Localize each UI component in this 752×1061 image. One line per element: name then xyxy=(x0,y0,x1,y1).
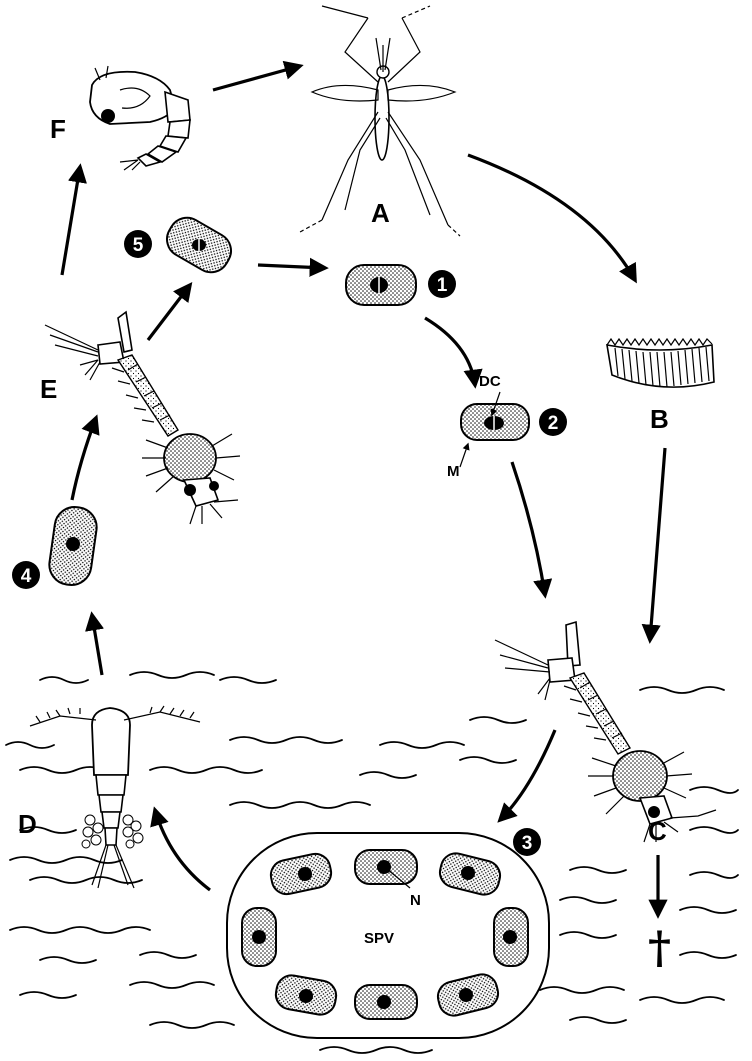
label-dc: DC xyxy=(479,373,501,390)
egg-raft-drawing xyxy=(607,339,714,387)
stage-label-e: E xyxy=(40,374,57,404)
stage-label-c: C xyxy=(648,816,667,846)
spore-number-1: 1 xyxy=(437,275,448,296)
arrow-d-to-4 xyxy=(92,615,102,675)
spore-number-3: 3 xyxy=(522,833,533,854)
arrow-3-to-d xyxy=(155,810,210,890)
arrow-e-to-f xyxy=(62,167,80,275)
spore-number-5: 5 xyxy=(133,235,144,256)
stage-label-b: B xyxy=(650,404,669,434)
vesicle-spore-bottom-center xyxy=(355,985,417,1019)
spore-4 xyxy=(47,504,99,587)
vesicle-spore-top-center xyxy=(355,850,417,884)
stage-label-a: A xyxy=(371,198,390,228)
label-n: N xyxy=(410,892,421,909)
arrow-5-to-1 xyxy=(258,265,325,268)
arrow-1-to-2 xyxy=(425,318,475,385)
label-m: M xyxy=(447,463,460,480)
label-spv: SPV xyxy=(364,930,394,947)
cycle-arrows xyxy=(62,66,665,915)
pupa-drawing xyxy=(90,66,190,170)
arrow-2-to-c xyxy=(512,462,545,595)
arrow-a-to-b xyxy=(468,155,635,280)
copepod-drawing xyxy=(30,706,200,888)
stage-label-f: F xyxy=(50,114,66,144)
arrow-b-to-c xyxy=(650,448,665,640)
sporophorous-vesicle: N SPV xyxy=(227,833,549,1038)
arrow-f-to-a xyxy=(213,66,300,90)
vesicle-spore-right xyxy=(494,908,528,966)
spore-number-2: 2 xyxy=(548,413,559,434)
arrow-4-to-e xyxy=(72,418,96,500)
vesicle-spore-left xyxy=(242,908,276,966)
spore-5 xyxy=(160,211,237,279)
arrow-e-to-5 xyxy=(148,285,190,340)
larva-c-drawing xyxy=(495,622,716,842)
arrow-c-to-3 xyxy=(500,730,555,820)
death-dagger-icon: † xyxy=(648,923,671,974)
spore-number-4: 4 xyxy=(21,566,32,587)
spore-1 xyxy=(346,265,416,305)
stage-label-d: D xyxy=(18,809,37,839)
spore-2 xyxy=(461,404,529,440)
